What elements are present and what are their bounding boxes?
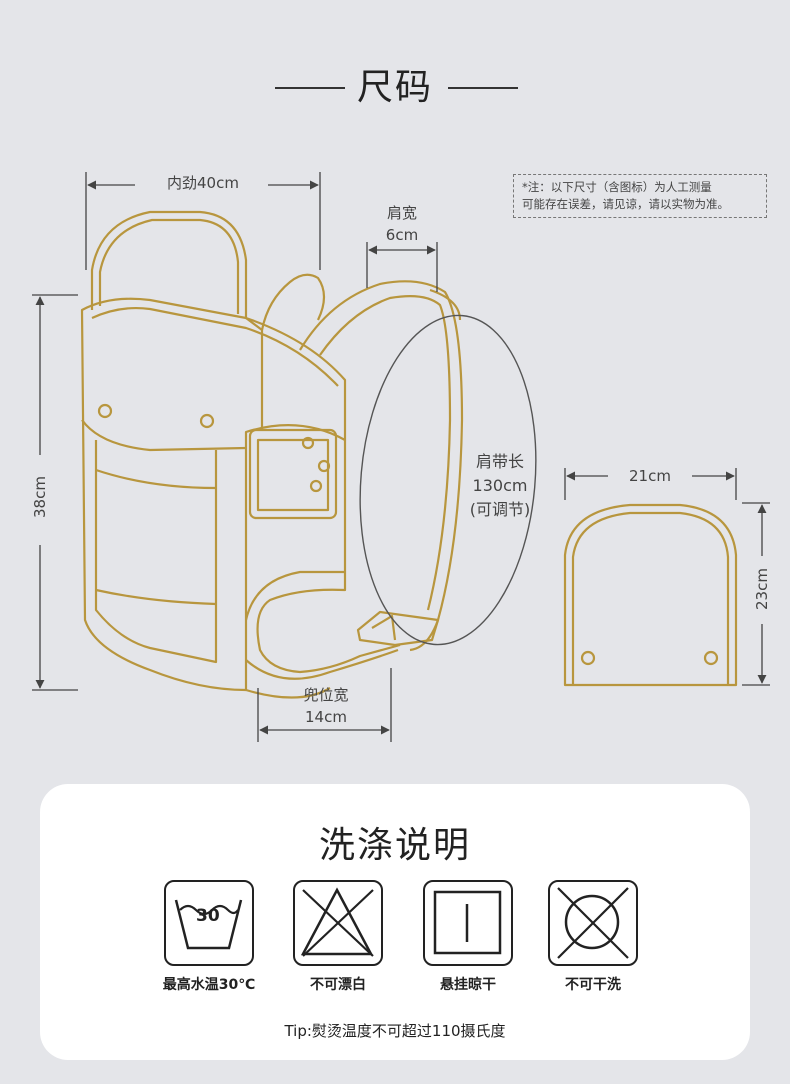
headrest-piece bbox=[563, 503, 738, 687]
ironing-tip: Tip:熨烫温度不可超过110摄氏度 bbox=[284, 1022, 506, 1040]
wash-instructions-card: 洗涤说明 30 最高水温30℃ 不可漂白 悬挂晾干 bbox=[40, 784, 750, 1060]
carrier-seat bbox=[244, 570, 401, 674]
headrest-height-label: 23cm bbox=[753, 568, 771, 610]
hang-dry-icon bbox=[423, 880, 513, 966]
hang-dry-label: 悬挂晾干 bbox=[440, 977, 496, 993]
strap-buckle bbox=[356, 610, 440, 647]
dimension-lines bbox=[32, 172, 770, 742]
strap-length-title: 肩带长 bbox=[475, 452, 524, 471]
strap-length-label: 肩带长 130cm (可调节) bbox=[458, 450, 542, 522]
note-line-2: 可能存在误差，请见谅，请以实物为准。 bbox=[522, 197, 729, 211]
seat-width-label: 兜位宽 14cm bbox=[284, 684, 368, 728]
wash-30-icon: 30 bbox=[164, 880, 254, 966]
strap-length-value: 130cm bbox=[472, 476, 528, 495]
headrest-width-label: 21cm bbox=[629, 467, 671, 485]
carrier-headrest bbox=[90, 210, 248, 318]
carrier-front-panel bbox=[80, 297, 347, 692]
no-bleach-icon bbox=[293, 880, 383, 966]
wash-temp-value: 30 bbox=[196, 906, 220, 926]
shoulder-width-value: 6cm bbox=[385, 226, 419, 244]
strap-length-ellipse bbox=[359, 314, 537, 646]
strap-length-note: (可调节) bbox=[469, 500, 531, 519]
height-label: 38cm bbox=[31, 476, 49, 518]
seat-width-value: 14cm bbox=[305, 708, 347, 726]
page-title: 尺码 bbox=[356, 67, 433, 108]
seat-width-title: 兜位宽 bbox=[303, 686, 349, 704]
no-bleach-label: 不可漂白 bbox=[310, 977, 366, 993]
carrier-outline bbox=[80, 210, 738, 699]
shoulder-strap bbox=[299, 280, 464, 652]
shoulder-width-title: 肩宽 bbox=[386, 204, 417, 222]
shoulder-width-label: 肩宽 6cm bbox=[362, 202, 442, 246]
title-left-line bbox=[275, 87, 345, 89]
measurement-note: *注：以下尺寸（含图标）为人工测量 可能存在误差，请见谅，请以实物为准。 bbox=[513, 174, 767, 218]
wash-title: 洗涤说明 bbox=[318, 825, 471, 866]
inner-width-label: 内劲40cm bbox=[167, 174, 239, 192]
no-dry-clean-icon bbox=[548, 880, 638, 966]
title-right-line bbox=[448, 87, 518, 89]
note-line-1: *注：以下尺寸（含图标）为人工测量 bbox=[522, 180, 712, 194]
carrier-pocket bbox=[94, 440, 218, 664]
carrier-diagram bbox=[32, 172, 770, 742]
no-dry-clean-label: 不可干洗 bbox=[565, 977, 621, 993]
wash-30-label: 最高水温30℃ bbox=[162, 977, 256, 993]
